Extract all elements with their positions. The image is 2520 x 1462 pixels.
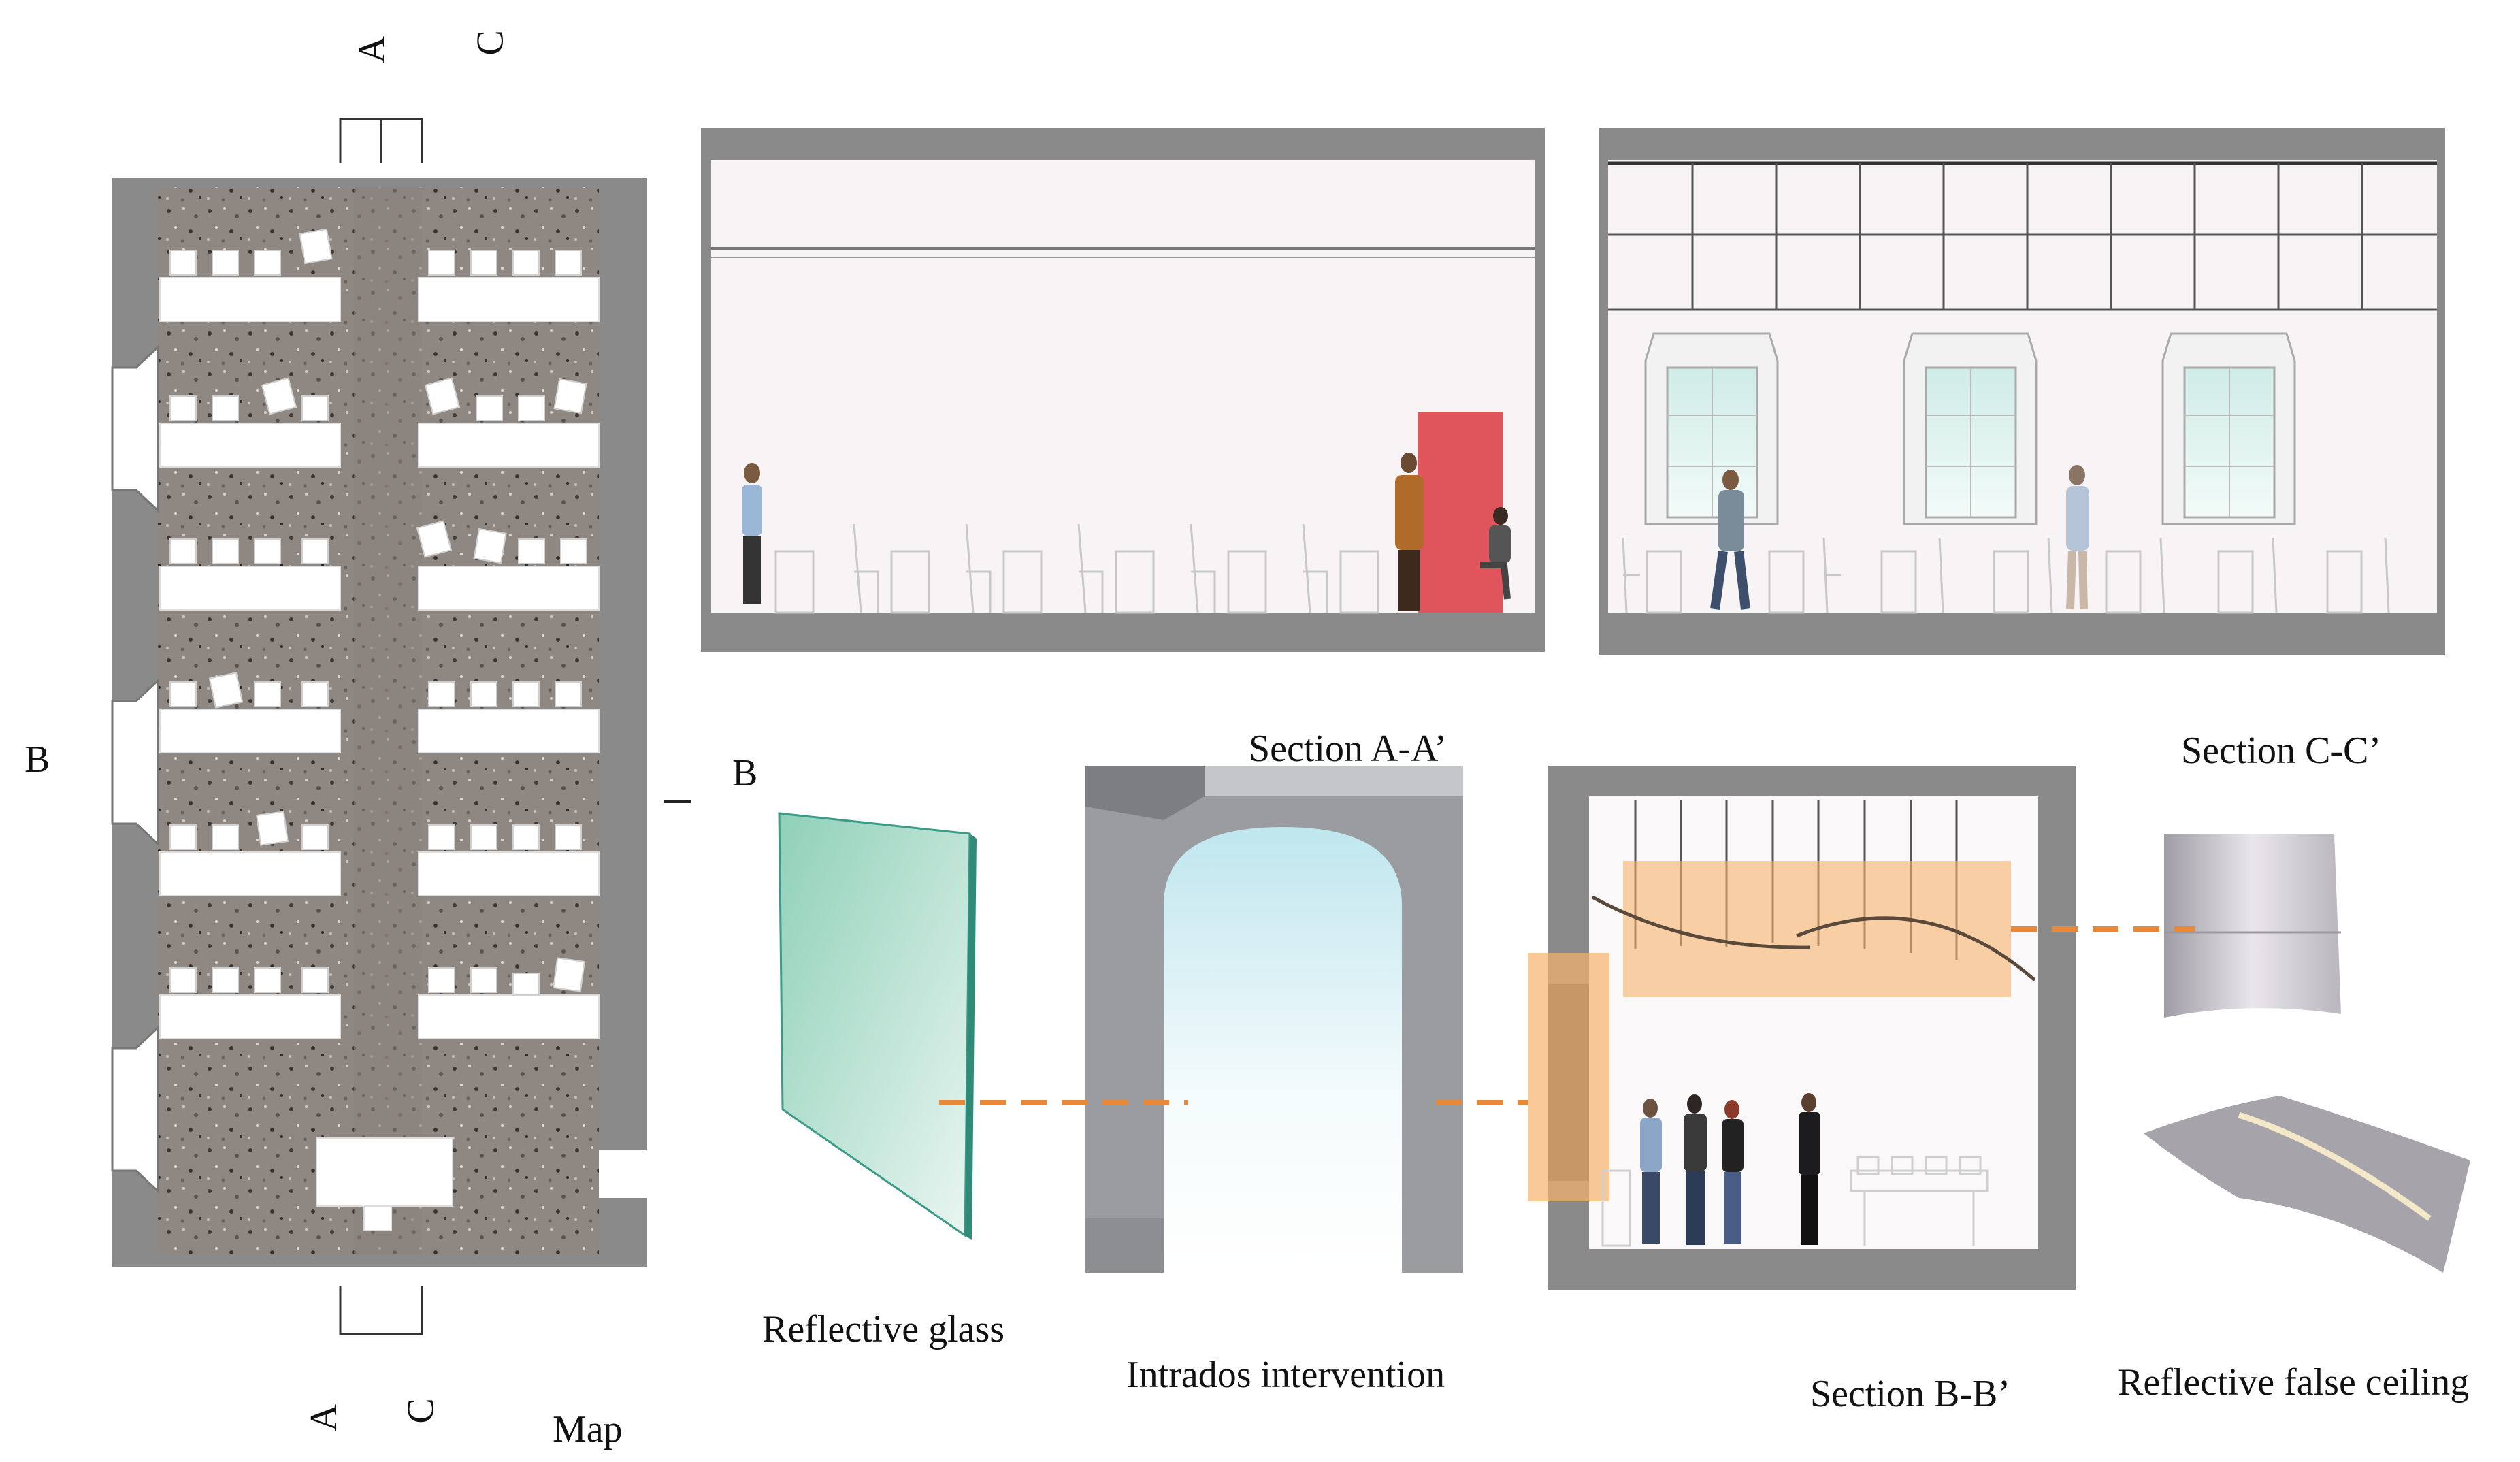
people-section-b: [1640, 1093, 1820, 1245]
dashed-connectors: [939, 926, 2195, 1105]
reflective-false-ceiling-caption: Reflective false ceiling: [2118, 1361, 2470, 1403]
plan-section-a-top-label: A: [351, 35, 394, 64]
intrados-intervention-caption: Intrados intervention: [1126, 1354, 1445, 1396]
reflective-glass-panel: [778, 812, 977, 1240]
section-c-title: Section C-C’: [2181, 730, 2381, 772]
reflective-false-ceiling-samples: [2144, 834, 2470, 1273]
section-c-windows: [1644, 332, 2296, 525]
red-highlight-block: [1418, 412, 1503, 613]
plan-section-c-top-label: C: [469, 30, 512, 56]
intrados-arch: [1085, 766, 1463, 1273]
floor-plan: [111, 118, 691, 1335]
plan-chairs: [169, 228, 587, 996]
section-b-title: Section B-B’: [1810, 1373, 2010, 1415]
section-c-drawing: [1599, 128, 2445, 655]
plan-window-recesses: [111, 344, 159, 1194]
plan-section-b-right-label: B: [732, 752, 758, 794]
section-a-drawing: [701, 128, 1545, 652]
map-label: Map: [553, 1408, 623, 1450]
people-section-a: [742, 453, 1511, 611]
section-b-drawing: [1528, 766, 2076, 1290]
plan-section-c-bottom-label: C: [399, 1398, 442, 1424]
reflective-glass-caption: Reflective glass: [762, 1308, 1005, 1350]
plan-section-a-bottom-label: A: [303, 1403, 346, 1432]
plan-section-b-left-label: B: [24, 738, 50, 781]
plan-tables: [159, 277, 600, 1231]
people-section-c: [1710, 465, 2089, 610]
section-a-title: Section A-A’: [1249, 728, 1447, 770]
